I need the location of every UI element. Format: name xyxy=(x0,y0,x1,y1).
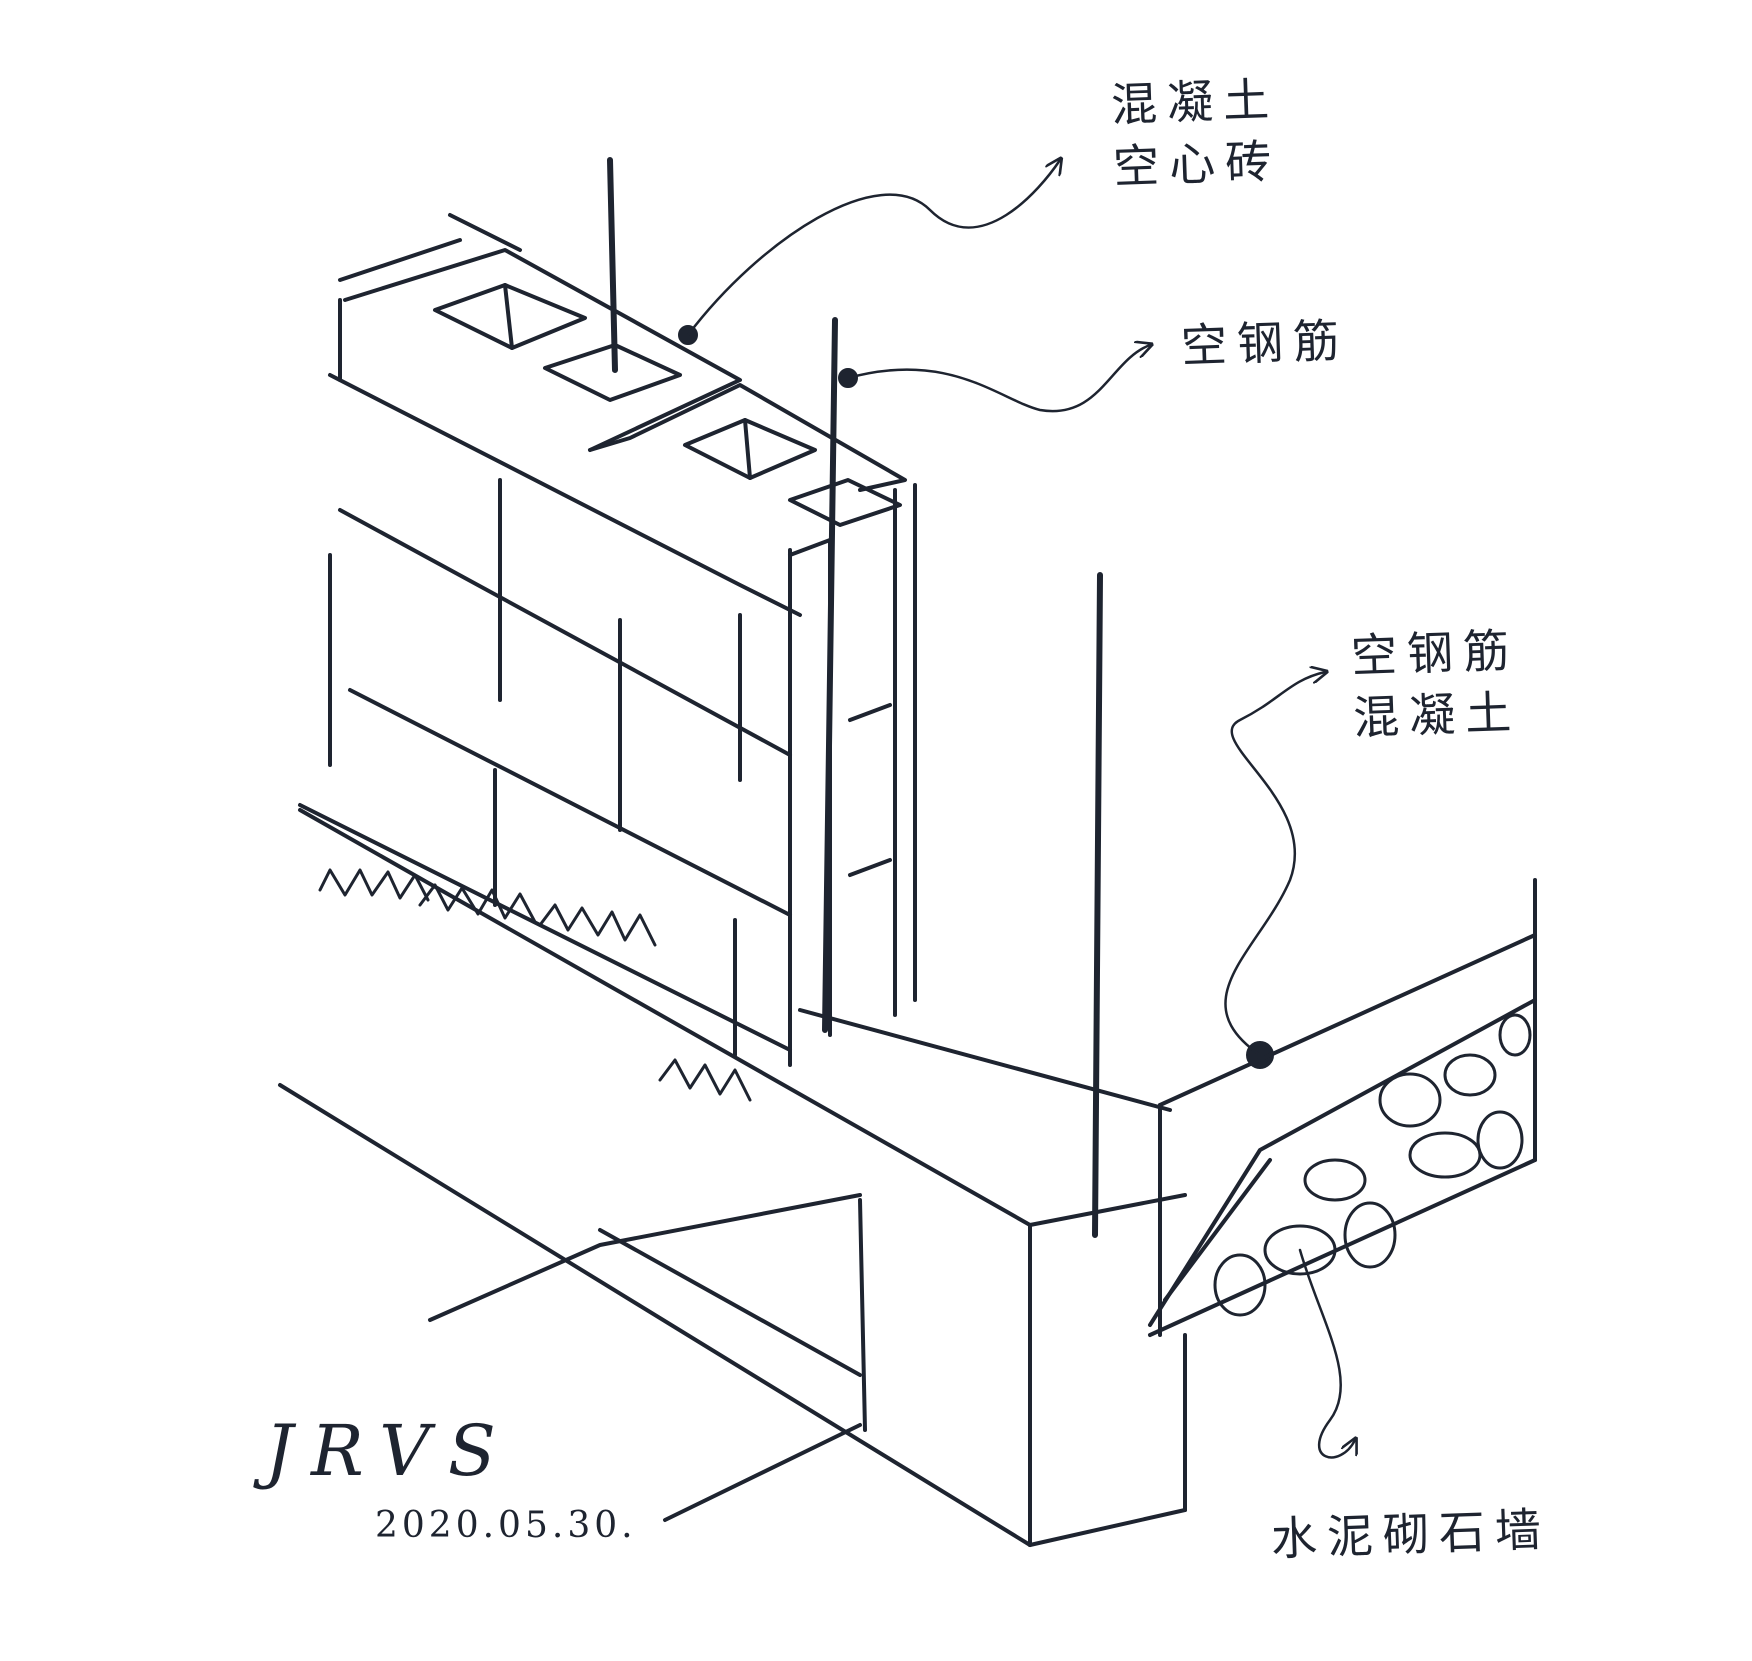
annotation-middle: 空钢筋 xyxy=(1180,313,1350,373)
sketch-date: 2020.05.30. xyxy=(375,1505,637,1546)
artist-signature: JRVS xyxy=(265,1410,514,1492)
vertical-rebar xyxy=(607,157,1103,1238)
wall-end-column xyxy=(788,483,917,1067)
annotation-bottom: 水泥砌石墙 xyxy=(1270,1502,1552,1566)
callout-leader xyxy=(686,160,1355,1459)
annotation-top: 混凝土 空心砖 xyxy=(1110,68,1282,198)
foundation-footing xyxy=(278,808,1187,1547)
block-hollow-core xyxy=(433,283,902,527)
grass-tufts xyxy=(318,868,752,1102)
annotation-text: 混凝土 xyxy=(1352,685,1523,746)
block-wall-face xyxy=(298,298,802,1057)
annotation-text: 混凝土 xyxy=(1110,72,1280,132)
stone-masonry-stones xyxy=(1213,1013,1532,1317)
annotation-text: 空钢筋 xyxy=(1350,623,1520,683)
annotation-text: 空心砖 xyxy=(1112,134,1283,195)
annotation-right: 空钢筋 混凝土 xyxy=(1350,619,1522,749)
stone-masonry-wall xyxy=(1148,878,1537,1337)
wall-top-surface xyxy=(338,213,907,492)
